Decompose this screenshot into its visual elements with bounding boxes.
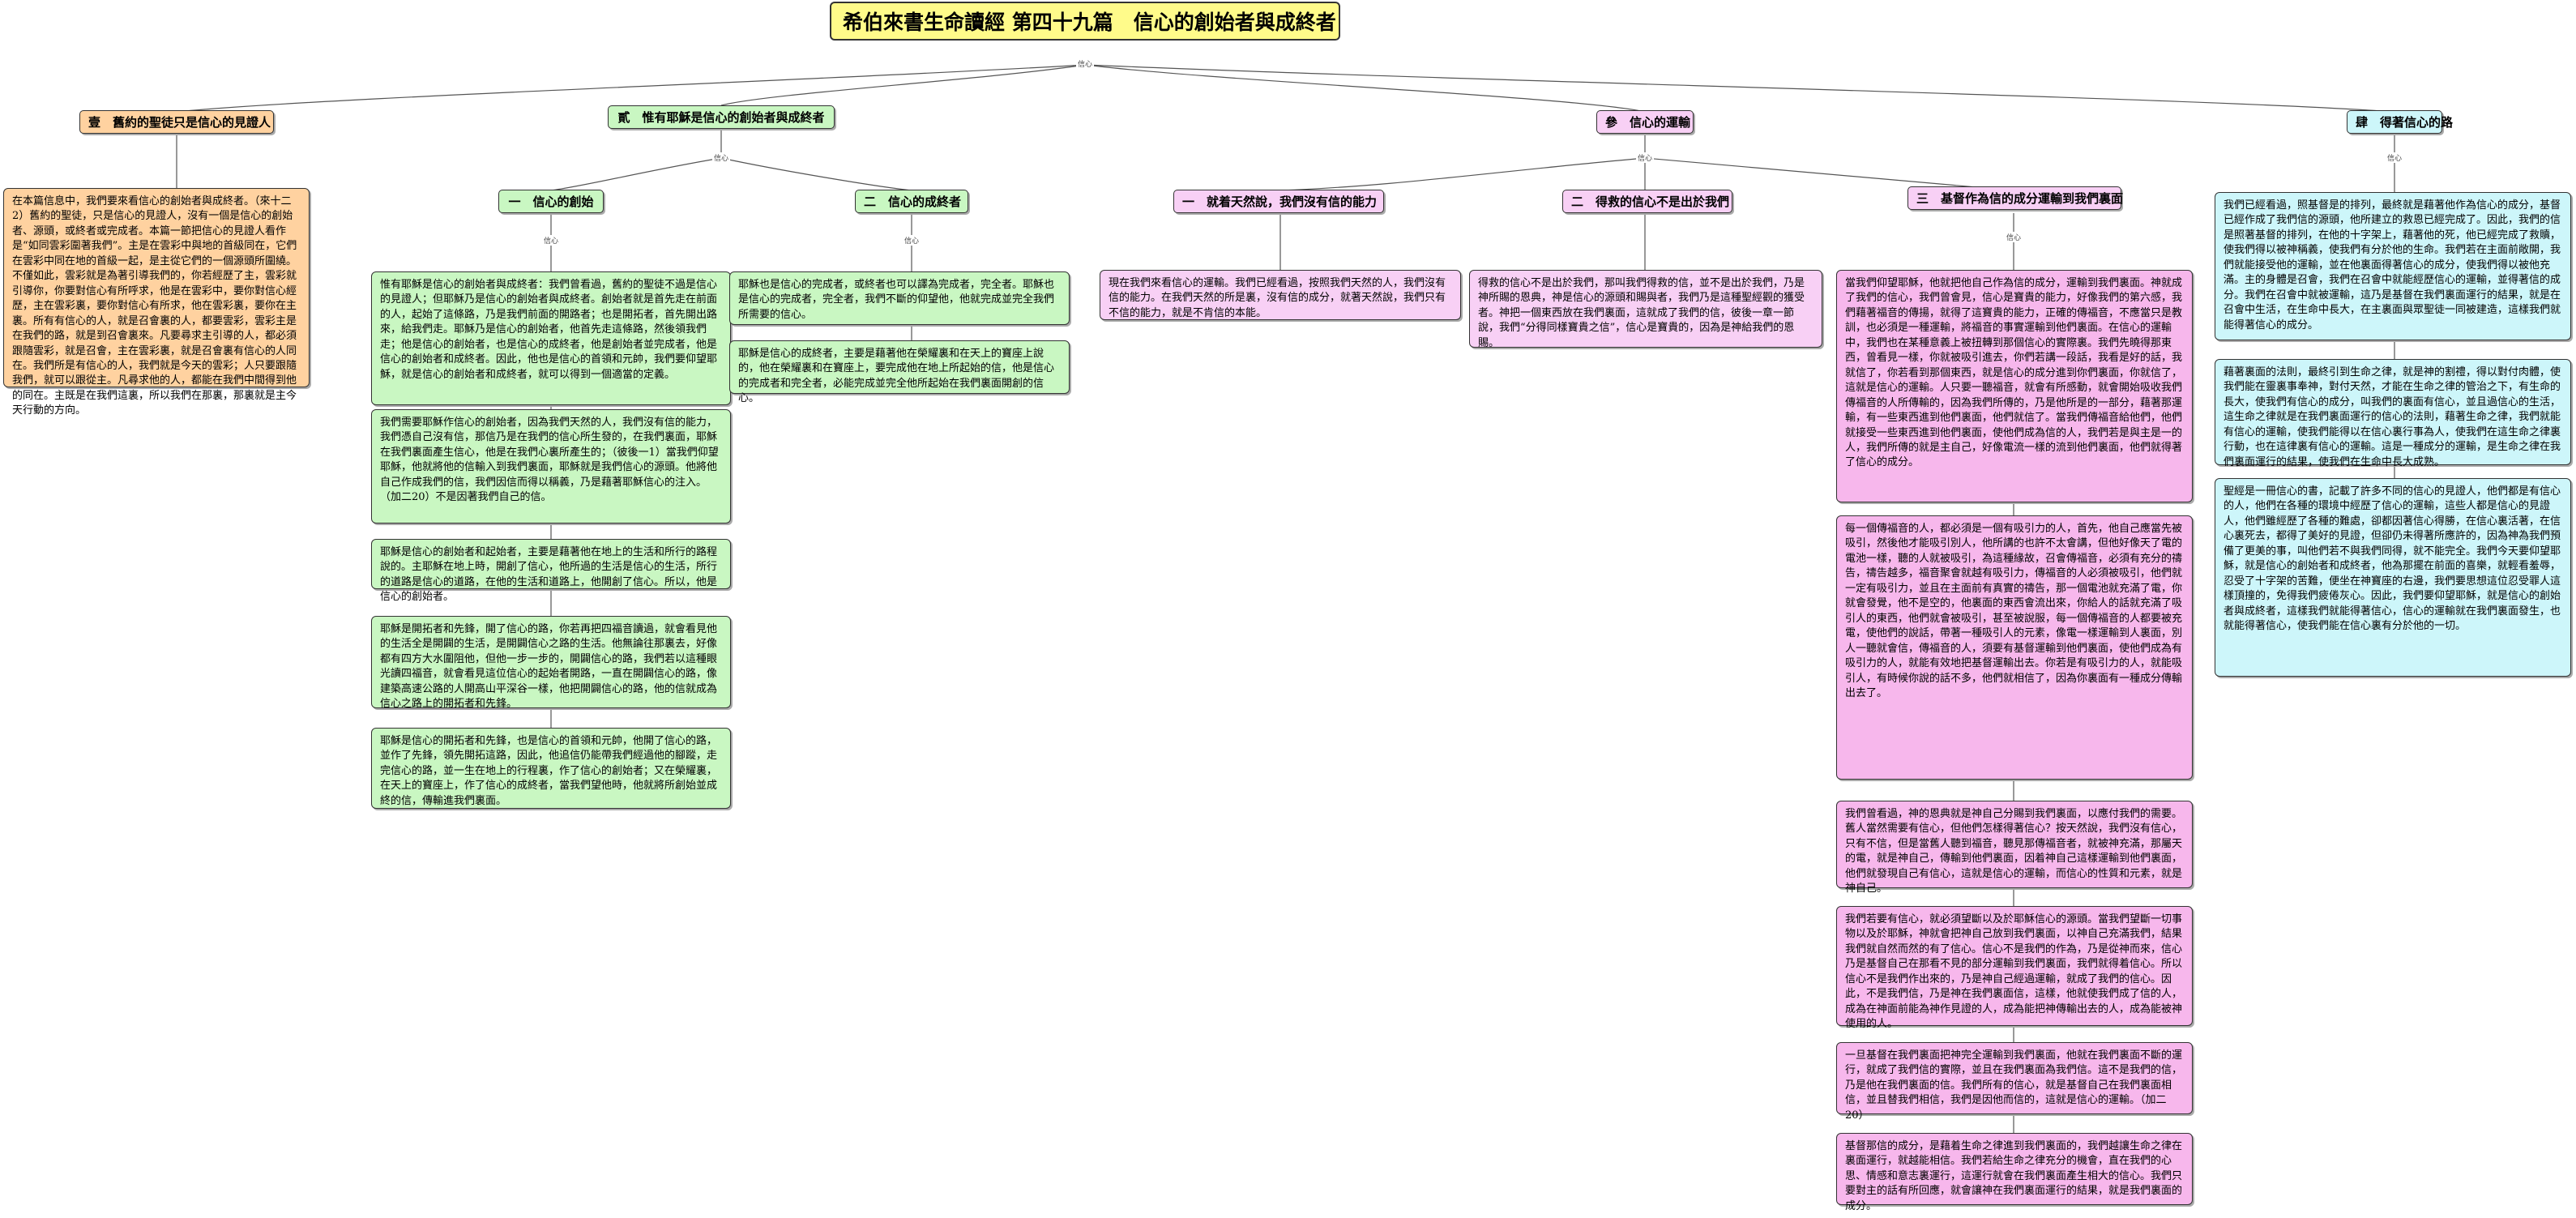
branch-2-sub-1-note-4: 耶穌是開拓者和先鋒，開了信心的路，你若再把四福音讀過，就會看見他的生活全是開闢的… [371, 616, 731, 710]
branch-1-note-1: 在本篇信息中，我們要來看信心的創始者與成終者。（來十二2）舊約的聖徒，只是信心的… [3, 188, 310, 417]
branch-3-sub-3-note-3: 我們曾看過，神的恩典就是神自己分賜到我們裏面，以應付我們的需要。舊人當然需要有信… [1836, 801, 2193, 895]
branch-2-sub-1-label[interactable]: 一 信心的創始 [498, 190, 604, 213]
branch-2-sub-1-junction-label: 信心 [542, 235, 561, 246]
branch-3-junction-label: 信心 [1636, 152, 1655, 163]
branch-4-note-3: 聖經是一冊信心的書，記載了許多不同的信心的見證人，他們都是有信心的人，他們在各種… [2215, 478, 2571, 677]
branch-3-sub-1-note-1: 現在我們來看信心的運輸。我們已經看過，按照我們天然的人，我們沒有信的能力。在我們… [1100, 270, 1461, 320]
branch-4-note-2: 藉著裏面的法則，最終引到生命之律，就是神的割禮，得以對付肉體，使我們能在靈裏事奉… [2215, 359, 2571, 468]
root-junction-label: 信心 [1076, 58, 1095, 69]
branch-2-sub-1-note-2: 我們需要耶穌作信心的創始者，因為我們天然的人，我們沒有信的能力，我們憑自己沒有信… [371, 409, 731, 524]
branch-2-sub-1-note-3: 耶穌是信心的創始者和起始者，主要是藉著他在地上的生活和所行的路程說的。主耶穌在地… [371, 539, 731, 603]
branch-3-sub-1-label[interactable]: 一 就着天然說，我們沒有信的能力 [1173, 190, 1384, 213]
branch-3-sub-3-note-2: 每一個傳福音的人，都必須是一個有吸引力的人，首先，他自己應當先被吸引，然後他才能… [1836, 515, 2193, 780]
branch-3-sub-3-note-5: 一旦基督在我們裏面把神完全運輸到我們裏面，他就在我們裏面不斷的運行，就成了我們信… [1836, 1042, 2193, 1122]
branch-2-sub-2-label[interactable]: 二 信心的成終者 [855, 190, 968, 213]
branch-3-sub-2-label[interactable]: 二 得救的信心不是出於我們 [1562, 190, 1732, 213]
branch-2-sub-2-note-1: 耶穌也是信心的完成者，或終者也可以譯為完成者，完全者。耶穌也是信心的完成者，完全… [729, 271, 1070, 325]
branch-3-sub-3-note-6: 基督那信的成分，是藉着生命之律進到我們裏面的，我們越讓生命之律在裏面運行，就越能… [1836, 1133, 2193, 1212]
branch-2-sub-1-note-5: 耶穌是信心的開拓者和先鋒，也是信心的首領和元帥，他開了信心的路，並作了先鋒，領先… [371, 728, 731, 809]
branch-4-label[interactable]: 肆 得著信心的路 [2347, 110, 2453, 134]
branch-2-label[interactable]: 貳 惟有耶穌是信心的創始者與成終者 [608, 105, 835, 129]
branch-2-sub-2-note-2: 耶穌是信心的成終者，主要是藉著他在榮耀裏和在天上的寶座上說的，他在榮耀裏和在寶座… [729, 340, 1070, 404]
branch-2-sub-2-junction-label: 信心 [903, 235, 921, 246]
branch-3-sub-3-label[interactable]: 三 基督作為信的成分運輸到我們裏面 [1907, 186, 2123, 210]
branch-2-sub-1-note-1: 惟有耶穌是信心的創始者與成終者：我們曾看過，舊約的聖徒不過是信心的見證人；但耶穌… [371, 271, 731, 405]
branch-3-label[interactable]: 參 信心的運輸 [1596, 110, 1694, 134]
branch-2-junction-label: 信心 [712, 152, 731, 163]
branch-4-junction-label: 信心 [2386, 152, 2404, 163]
page-title: 希伯來書生命讀經 第四十九篇 信心的創始者與成終者 [830, 2, 1340, 41]
branch-1-label[interactable]: 壹 舊約的聖徒只是信心的見證人 [79, 110, 274, 134]
branch-3-sub-2-note-1: 得救的信心不是出於我們，那叫我們得救的信，並不是出於我們，乃是神所賜的恩典，神是… [1469, 270, 1822, 349]
branch-3-sub-3-note-1: 當我們仰望耶穌，他就把他自己作為信的成分，運輸到我們裏面。神就成了我們的信心，我… [1836, 270, 2193, 502]
branch-4-note-1: 我們已經看過，照基督是的排列，最終就是藉著他作為信心的成分，基督已經作成了我們信… [2215, 192, 2571, 340]
branch-3-sub-3-note-4: 我們若要有信心，就必須望斷以及於耶穌信心的源頭。當我們望斷一切事物以及於耶穌，神… [1836, 906, 2193, 1030]
branch-3-sub-3-junction-label: 信心 [2005, 232, 2023, 242]
